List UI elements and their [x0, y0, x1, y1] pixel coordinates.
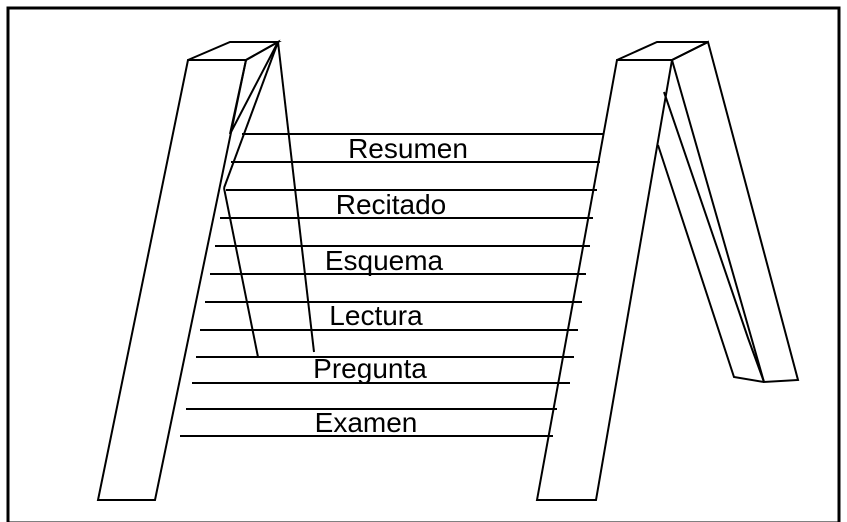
step-label-pregunta: Pregunta: [313, 353, 427, 384]
right-rear-leg-inner: [663, 91, 765, 383]
right-ladder-post: [535, 40, 800, 501]
left-brace: [223, 41, 279, 189]
right-rear-leg-back: [657, 144, 765, 383]
step-label-lectura: Lectura: [329, 300, 423, 331]
left-post-side: [229, 39, 281, 135]
diagram-frame: [6, 6, 841, 522]
left-ladder-post: [96, 39, 315, 501]
right-post-top: [616, 41, 709, 61]
step-labels: Resumen Recitado Esquema Lectura Pregunt…: [313, 133, 468, 438]
left-post-top: [187, 41, 282, 61]
right-rear-leg-outer: [670, 40, 800, 384]
right-post-front: [535, 59, 674, 501]
step-label-esquema: Esquema: [325, 245, 444, 276]
left-rear-leg: [277, 41, 315, 353]
left-post-front: [96, 59, 248, 501]
step-label-examen: Examen: [315, 407, 418, 438]
step-label-resumen: Resumen: [348, 133, 468, 164]
left-rear-leg-inner: [223, 187, 259, 358]
step-label-recitado: Recitado: [336, 189, 447, 220]
